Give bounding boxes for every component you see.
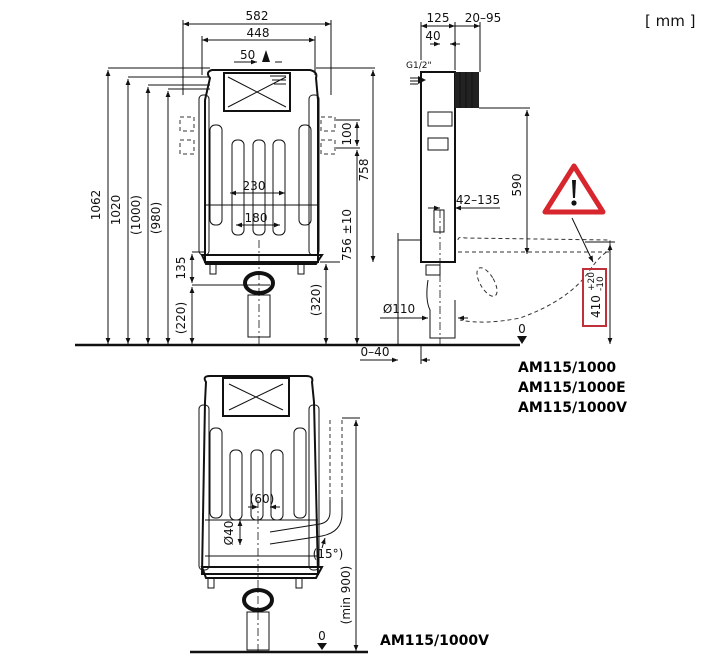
dim-bowl-range: 42–135 [456, 193, 500, 207]
model-label-3: AM115/1000V [518, 400, 627, 416]
dim-seat-tol-plus: +20 [587, 272, 597, 291]
dim-bolt-inner: 180 [245, 211, 268, 225]
model-label-1: AM115/1000 [518, 360, 616, 376]
side-view: 125 20–95 40 G1/2" 590 42–135 Ø110 0–40 … [360, 11, 615, 364]
dim-foot: (320) [309, 284, 323, 316]
dim-bolt-outer: 230 [243, 179, 266, 193]
floor-level-marker-icon [517, 336, 527, 344]
floor-level-label: 0 [518, 322, 526, 336]
dim-bracket-spacing: 100 [340, 123, 354, 146]
dim-overall-width: 582 [246, 9, 269, 23]
dim-mount: 756 ±10 [340, 209, 354, 261]
dim-overall-height: 1062 [89, 190, 103, 221]
dim-drain-diameter: Ø110 [383, 302, 415, 316]
dim-seat-height: 410 [589, 295, 603, 318]
dim-depth: 125 [427, 11, 450, 25]
dim-seat-tol-minus: -10 [596, 276, 606, 291]
bottom-floor-level-label: 0 [318, 629, 326, 643]
dim-min-height: (min 900) [339, 566, 353, 625]
water-inlet-icon [410, 77, 418, 85]
dim-pipe-diameter: Ø40 [222, 521, 236, 546]
warning-triangle-icon [542, 163, 606, 215]
seat-height-box [582, 268, 607, 327]
flush-plate [455, 72, 479, 108]
dim-upper: 758 [357, 159, 371, 182]
dim-wall-gap: 20–95 [465, 11, 502, 25]
dim-drain-axis: (220) [174, 302, 188, 334]
dim-inlet-offset: 40 [425, 29, 440, 43]
units-label: [ mm ] [645, 12, 695, 30]
side-frame [420, 71, 456, 263]
bottom-floor-marker-icon [317, 643, 327, 650]
cistern-box [223, 72, 291, 112]
front-view: 582 448 50 230 180 1062 1020 (1000) (980… [75, 9, 520, 347]
dim-980: (980) [149, 202, 163, 234]
bottom-frame-outline [200, 375, 320, 575]
dim-drain: 135 [174, 257, 188, 280]
dim-1000: (1000) [129, 195, 143, 235]
dim-frame-height: 1020 [109, 195, 123, 226]
model-label-2: AM115/1000E [518, 380, 626, 396]
dim-inner-width: 448 [247, 26, 270, 40]
dim-pipe-spacing: (60) [250, 492, 275, 506]
warning-pointer [571, 217, 594, 263]
model-label-bottom: AM115/1000V [380, 633, 489, 649]
inlet-thread-label: G1/2" [406, 61, 432, 71]
dim-seat-bolt: 590 [510, 174, 524, 197]
frame-outline [204, 69, 319, 263]
bottom-view: (60) Ø40 (15°) (min 900) 0 [190, 375, 368, 654]
dim-floor-gap: 0–40 [361, 345, 390, 359]
dim-flush-offset: 50 [240, 48, 255, 62]
dim-angle: (15°) [313, 547, 344, 561]
